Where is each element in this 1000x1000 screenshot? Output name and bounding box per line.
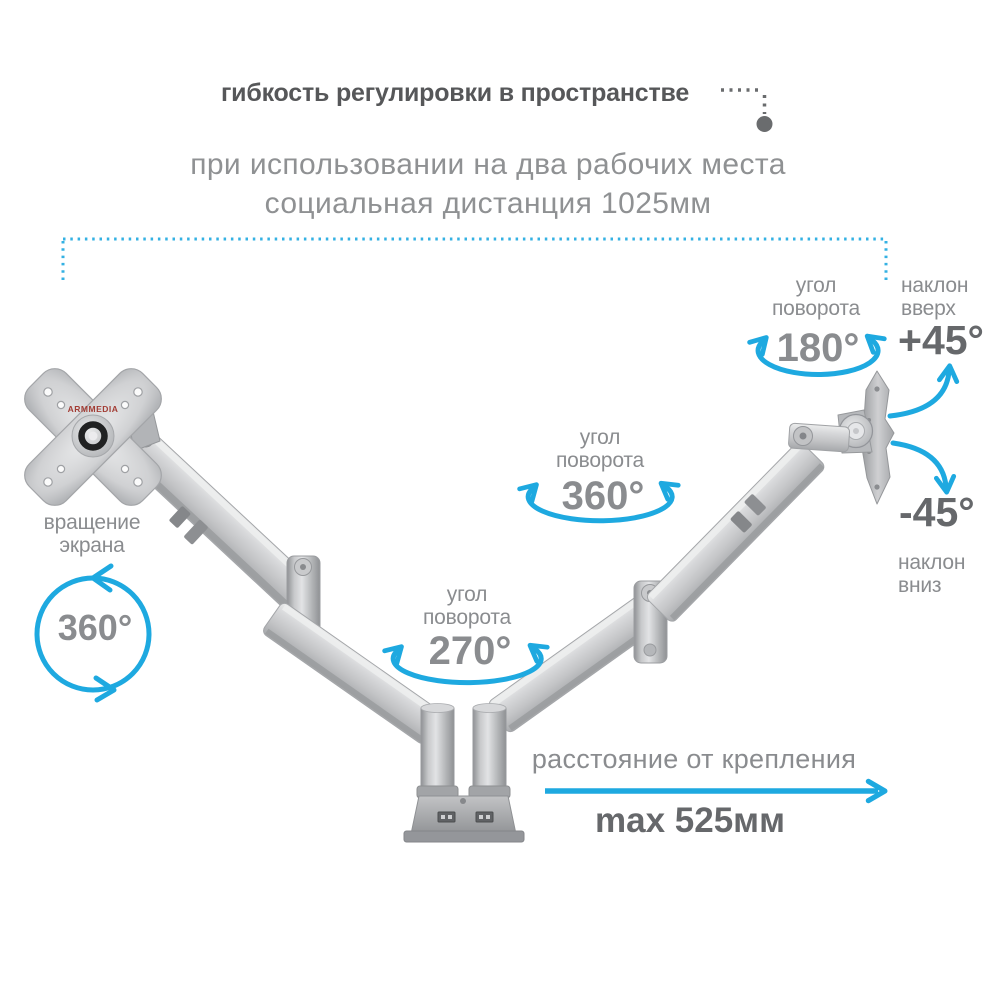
rotation-arc-180 — [747, 333, 887, 378]
pivot-mid-value: 360° — [561, 474, 645, 518]
cable-clip — [730, 511, 752, 533]
brand-logo: ARMMEDIA — [68, 404, 119, 414]
page-title: гибкость регулировки в пространстве — [220, 79, 690, 107]
distance-bracket-dotted — [61, 237, 888, 281]
right-upper-arm — [646, 442, 825, 622]
tilt-up-arrow — [887, 363, 960, 419]
reach-label: расстояние от крепления — [531, 744, 857, 774]
screen-rotation-value: 360° — [57, 607, 133, 648]
title-leader-dot — [756, 116, 773, 132]
subtitle-line-2: социальная дистанция 1025мм — [264, 187, 712, 220]
monitor-head — [788, 370, 895, 505]
subtitle-line-1: при использовании на два рабочих места — [190, 148, 786, 181]
rotation-arc-360-mid — [517, 480, 681, 524]
tilt-up-value: +45° — [898, 317, 984, 363]
pivot-top-value: 180° — [776, 326, 860, 370]
right-lower-arm — [488, 593, 664, 733]
cable-clip — [184, 520, 208, 545]
tilt-down-label: наклон вниз — [898, 551, 966, 597]
reach-value: max 525мм — [595, 801, 785, 840]
base-usb-ports — [437, 811, 494, 823]
vesa-plate-front: ARMMEDIA — [24, 368, 162, 506]
pivot-base-value: 270° — [428, 629, 512, 673]
screen-rotation-label: вращение экрана — [43, 511, 141, 557]
rotation-arc-270 — [382, 642, 550, 686]
pivot-top-label: угол поворота — [771, 274, 861, 320]
monitor-arm-product: ARMMEDIA — [24, 368, 895, 843]
title-leader-dots — [721, 88, 767, 114]
tilt-down-arrow — [890, 440, 957, 495]
tilt-up-label: наклон вверх — [901, 274, 969, 320]
pivot-base-label: угол поворота — [422, 583, 512, 629]
left-lower-arm — [263, 602, 444, 744]
cable-clip — [169, 506, 191, 528]
base-assembly — [403, 703, 525, 843]
screen-rotation-circle — [34, 563, 152, 703]
pivot-mid-label: угол поворота — [555, 426, 645, 472]
tilt-down-value: -45° — [899, 489, 975, 535]
vesa-screw-holes — [43, 387, 143, 487]
cable-clip — [744, 494, 766, 516]
